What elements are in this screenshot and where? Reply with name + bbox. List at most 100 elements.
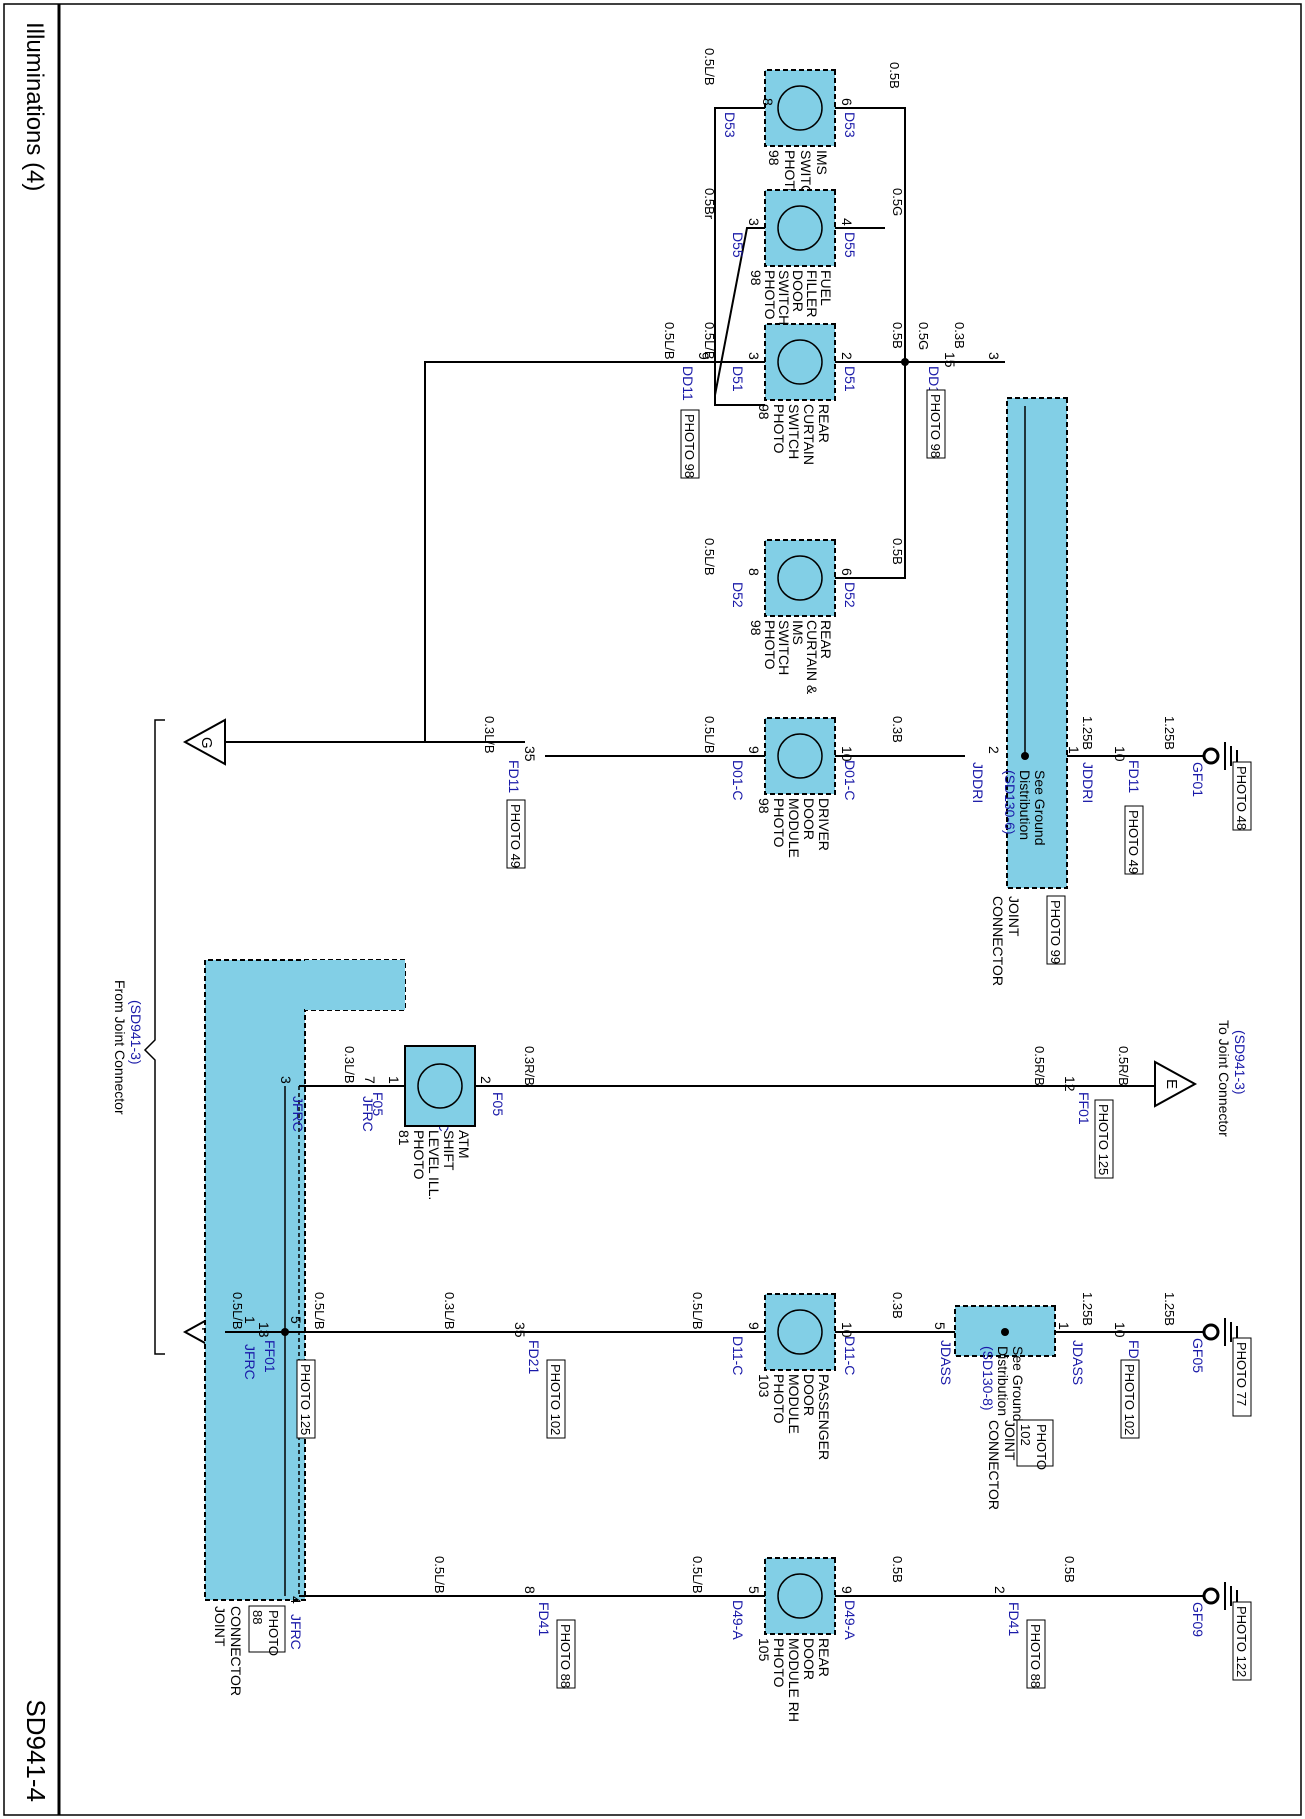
pin: 35 bbox=[512, 1322, 528, 1338]
connector-label: JFRC bbox=[360, 1096, 376, 1132]
photo-box bbox=[1026, 1619, 1046, 1689]
photo-ref: PHOTO 102 bbox=[548, 1364, 563, 1435]
page-title: Illuminations (4) bbox=[21, 22, 48, 191]
pin: 9 bbox=[746, 746, 762, 754]
photo-box bbox=[1094, 1099, 1114, 1179]
wire-label: 0.3L/B bbox=[442, 1292, 457, 1330]
photo-ref: PHOTO bbox=[1034, 1424, 1049, 1470]
connector-label: FD11 bbox=[1126, 760, 1142, 793]
pin: 10 bbox=[1112, 1322, 1128, 1338]
connector-label: D51 bbox=[842, 366, 858, 392]
fd21-bottom: 10 FD21 PHOTO 102 1.25B 1.25B bbox=[1080, 1292, 1177, 1439]
device-name: 103 bbox=[756, 1374, 772, 1398]
device-name: SWITCH bbox=[776, 270, 792, 325]
fd21-top: 35 FD21 PHOTO 102 0.3L/B bbox=[442, 1292, 566, 1439]
photo-ref: PHOTO 99 bbox=[1048, 900, 1063, 964]
supply-bus-left bbox=[714, 107, 765, 406]
pin: 6 bbox=[839, 568, 855, 576]
photo-ref: PHOTO 98 bbox=[928, 394, 943, 458]
connector-label: FD11 bbox=[506, 760, 522, 793]
pin: 9 bbox=[696, 352, 712, 360]
gf05-ground: GF05 PHOTO 77 bbox=[1190, 1318, 1252, 1417]
device-name: 98 bbox=[748, 270, 764, 286]
device-name: 98 bbox=[756, 798, 772, 814]
device-name: SWITCH bbox=[786, 404, 802, 459]
note-ref: (SD130-6) bbox=[1002, 770, 1018, 835]
photo-box bbox=[1232, 1601, 1252, 1681]
connector-label: JDASS bbox=[1070, 1340, 1086, 1385]
pin: 1 bbox=[1066, 746, 1082, 754]
wire-label: 0.5Br bbox=[702, 188, 717, 220]
wire-label: 0.5R/B bbox=[1116, 1046, 1131, 1086]
device-name: ATM bbox=[456, 1130, 472, 1159]
wire-label: 0.3L/B bbox=[342, 1046, 357, 1084]
pin: 10 bbox=[839, 1322, 855, 1338]
connector-label: FD41 bbox=[1006, 1602, 1022, 1636]
ground-bus-left bbox=[835, 107, 906, 579]
device-name: PHOTO bbox=[771, 1374, 787, 1424]
rear-curtain-switch: 3 2 D51 D51 0.5L/B 0.5B REAR CURTAIN SWI… bbox=[702, 322, 905, 465]
rear-door-box bbox=[764, 1557, 836, 1635]
photo-box bbox=[1232, 1337, 1252, 1417]
pin: 8 bbox=[760, 98, 776, 106]
photo-box bbox=[296, 1359, 316, 1439]
wire-label: 1.25B bbox=[1080, 716, 1095, 750]
fuel-filler-switch: 3 4 D55 D55 0.5Br 0.5G FUEL FILLER DOOR … bbox=[702, 188, 905, 325]
lamp-icon bbox=[777, 1309, 823, 1355]
connector-label: D01-C bbox=[842, 760, 858, 800]
connector-label: D51 bbox=[730, 366, 746, 392]
pin: 5 bbox=[746, 1586, 762, 1594]
ground-icon bbox=[1202, 747, 1220, 765]
device-name: CONNECTOR bbox=[228, 1606, 244, 1696]
photo-ref: 88 bbox=[250, 1610, 265, 1624]
fd11-bottom: 10 FD11 PHOTO 49 1.25B 1.25B bbox=[1080, 716, 1177, 875]
wire-label: 0.3B bbox=[890, 716, 905, 743]
connector-label: JFRC bbox=[242, 1344, 258, 1380]
device-name: CURTAIN bbox=[801, 404, 817, 465]
connector-label: JFRC bbox=[290, 1096, 306, 1132]
device-name: 81 bbox=[396, 1130, 412, 1146]
pin: 5 bbox=[932, 1322, 948, 1330]
wire-label: 1.25B bbox=[1080, 1292, 1095, 1326]
connector-label: DD11 bbox=[680, 366, 696, 401]
ground-label: GF01 bbox=[1190, 762, 1206, 797]
from-joint-ref: (SD941-3) bbox=[128, 1000, 144, 1065]
to-joint-label: To Joint Connector bbox=[1216, 1020, 1232, 1137]
pin: 10 bbox=[839, 746, 855, 762]
splice-dot bbox=[901, 358, 909, 366]
photo-box bbox=[1046, 895, 1066, 965]
pin: 10 bbox=[1112, 746, 1128, 762]
photo-box bbox=[1124, 805, 1144, 875]
wire-label: 0.5B bbox=[1062, 1556, 1077, 1583]
gf09-ground: GF09 PHOTO 122 bbox=[1190, 1582, 1252, 1681]
signal-label: G bbox=[198, 737, 215, 749]
driver-door-box bbox=[764, 717, 836, 795]
pin: 12 bbox=[1062, 1076, 1078, 1092]
wire-label: 0.5B bbox=[887, 62, 902, 89]
wire-label: 0.5L/B bbox=[690, 1556, 705, 1594]
connector-label: JDASS bbox=[938, 1340, 954, 1385]
pin: 2 bbox=[986, 746, 1002, 754]
pin: 3 bbox=[746, 352, 762, 360]
device-name: FILLER bbox=[804, 270, 820, 317]
device-name: CONNECTOR bbox=[990, 896, 1006, 986]
photo-box bbox=[680, 409, 700, 479]
lamp-icon bbox=[777, 85, 823, 131]
connector-label: D52 bbox=[730, 582, 746, 608]
pin: 2 bbox=[839, 352, 855, 360]
lamp-icon bbox=[777, 205, 823, 251]
rear-curtain-ims-switch-box bbox=[764, 539, 836, 617]
pin: 8 bbox=[522, 1586, 538, 1594]
photo-ref: PHOTO 122 bbox=[1234, 1606, 1249, 1677]
note-ref: (SD130-8) bbox=[980, 1346, 996, 1411]
device-name: DOOR bbox=[801, 1638, 817, 1680]
signal-triangle-icon bbox=[182, 718, 226, 766]
from-joint-label: From Joint Connector bbox=[112, 980, 128, 1115]
connector-label: FD21 bbox=[526, 1340, 542, 1374]
ground-label: GF09 bbox=[1190, 1602, 1206, 1637]
connector-label: D11-C bbox=[730, 1336, 746, 1375]
signal-triangle-icon bbox=[1154, 1060, 1198, 1108]
connector-label: D49-A bbox=[842, 1600, 858, 1640]
atm-shift-level: 1 2 F05 F05 0.3L/B 0.3R/B ATM SHIFT LEVE… bbox=[342, 1045, 537, 1200]
device-name: PHOTO bbox=[411, 1130, 427, 1180]
